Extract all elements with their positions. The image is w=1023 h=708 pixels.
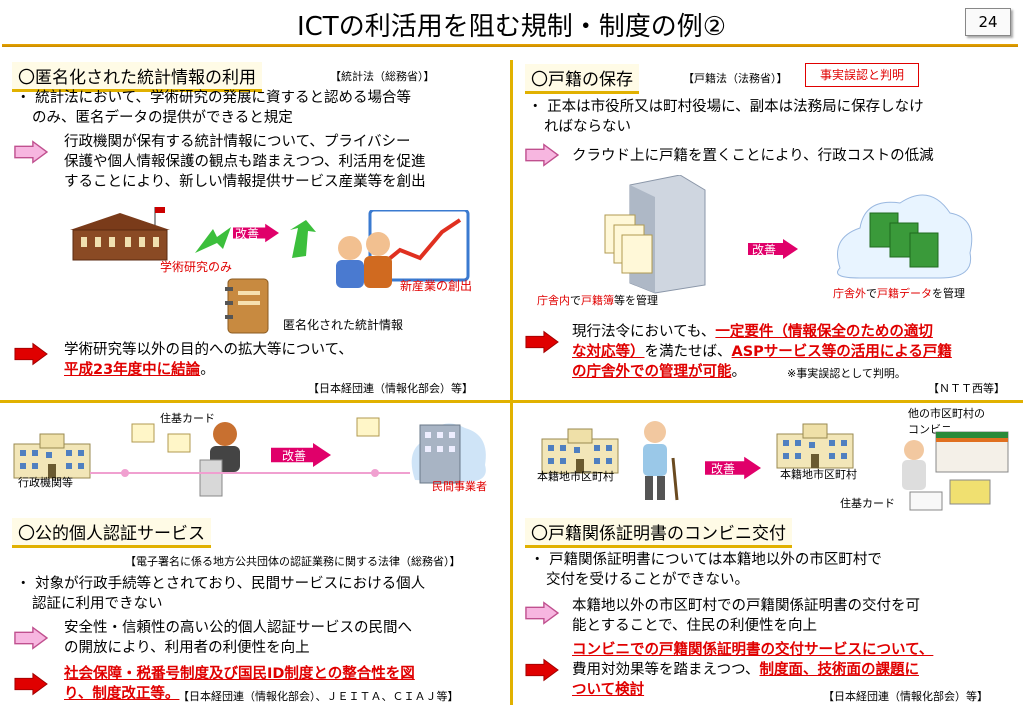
title-underline (2, 44, 1018, 47)
action-line: コンビニでの戸籍関係証明書の交付サービスについて、 (572, 642, 934, 658)
action-line: 学術研究等以外の目的への拡大等について、 (64, 342, 353, 358)
point-line: することにより、新しい情報提供サービス産業等を創出 (64, 174, 426, 190)
pink-arrow-icon (525, 601, 559, 625)
red-arrow-icon (525, 658, 559, 682)
label-resident-card: 住基カード (840, 497, 895, 510)
connection-line (90, 469, 410, 477)
point-line: 安全性・信頼性の高い公的個人認証サービスの民間へ (64, 620, 412, 636)
source-reference: 【日本経団連（情報化部会）、ＪＥＩＴＡ、ＣＩＡＪ等】 (178, 690, 459, 703)
green-arrow-icon (290, 220, 316, 258)
section-title-public-auth: 〇公的個人認証サービス (12, 518, 211, 548)
status-badge: 事実誤認と判明 (805, 63, 919, 87)
bullet-line: ・ 対象が行政手続等とされており、民間サービスにおける個人 (16, 576, 426, 592)
result-line: の庁舎外での管理が可能。 (572, 364, 746, 380)
red-arrow-icon (14, 342, 48, 366)
bullet-line: ・ 戸籍関係証明書については本籍地以外の市区町村で (530, 552, 882, 568)
label-convenience-store: 他の市区町村のコンビニ (908, 407, 985, 436)
kaizen-label: 改善 (233, 222, 279, 244)
red-arrow-icon (525, 330, 559, 354)
elderly-person-icon (643, 421, 679, 501)
kaizen-label: 改善 (705, 456, 761, 480)
result-line: 現行法令においても、一定要件（情報保全のための適切 (572, 324, 933, 340)
cloud-storage-icon (837, 194, 973, 279)
action-conclusion: 平成23年度中に結論 (64, 362, 201, 378)
label-home-municipality: 本籍地市区町村 (780, 468, 857, 481)
bullet-line: 認証に利用できない (32, 596, 163, 612)
label-research-only: 学術研究のみ (160, 260, 233, 274)
result-line: な対応等）を満たせば、ASPサービス等の活用による戸籍 (572, 344, 952, 360)
law-reference: 【統計法（総務省）】 (330, 70, 435, 83)
label-anonymized-stats: 匿名化された統計情報 (283, 318, 404, 332)
government-building-icon (70, 207, 170, 261)
source-reference: 【ＮＴＴ西等】 (928, 382, 1005, 395)
source-reference: 【日本経団連（情報化部会）等】 (308, 382, 473, 395)
section-title-conbini-certificates: 〇戸籍関係証明書のコンビニ交付 (525, 518, 792, 548)
green-arrow-icon (195, 227, 231, 253)
action-line: 費用対効果等を踏まえつつ、制度面、技術面の課題に (572, 662, 919, 678)
label-resident-card: 住基カード (160, 412, 215, 425)
point-line: 能とすることで、住民の利便性を向上 (572, 618, 818, 634)
pink-arrow-icon (525, 143, 559, 167)
law-reference: 【戸籍法（法務省）】 (683, 72, 788, 85)
kaizen-label: 改善 (270, 443, 332, 467)
growth-chart-icon (336, 210, 470, 288)
section-title-family-register: 〇戸籍の保存 (525, 64, 639, 94)
point-line: の開放により、利用者の利便性を向上 (64, 640, 310, 656)
user-with-pc-icon (131, 422, 240, 497)
town-hall-icon (775, 420, 855, 470)
vertical-divider (510, 60, 513, 705)
action-line: り、制度改正等。 (64, 686, 180, 702)
page-number: 24 (965, 8, 1011, 36)
caption-outside-office: 庁舎外で戸籍データを管理 (833, 287, 965, 300)
private-business-icon (356, 417, 486, 484)
government-office-icon (12, 430, 92, 480)
label-new-industry: 新産業の創出 (400, 279, 473, 293)
note: ※事実誤認として判明。 (787, 367, 906, 380)
bullet-line: ればならない (544, 119, 631, 135)
bullet-line: ・ 正本は市役所又は町村役場に、副本は法務局に保存しなけ (528, 99, 924, 115)
point-line: クラウド上に戸籍を置くことにより、行政コストの低減 (572, 148, 934, 164)
server-documents-icon (604, 175, 706, 294)
convenience-store-icon (902, 431, 1009, 511)
bullet-line: 交付を受けることができない。 (546, 572, 749, 588)
page-title: ICTの利活用を阻む規制・制度の例② (296, 12, 726, 42)
label-private-business: 民間事業者 (432, 480, 487, 493)
section-title-statistics: 〇匿名化された統計情報の利用 (12, 62, 262, 92)
red-arrow-icon (14, 672, 48, 696)
source-reference: 【日本経団連（情報化部会）等】 (823, 690, 988, 703)
bullet-line: のみ、匿名データの提供ができると規定 (32, 110, 293, 126)
pink-arrow-icon (14, 626, 48, 650)
caption-inside-office: 庁舎内で戸籍簿等を管理 (537, 294, 658, 307)
point-line: 行政機関が保有する統計情報について、プライバシー (64, 134, 411, 150)
kaizen-label: 改善 (748, 238, 798, 260)
law-reference: 【電子署名に係る地方公共団体の認証業務に関する法律（総務省）】 (125, 555, 461, 568)
point-line: 保護や個人情報保護の観点も踏まえつつ、利活用を促進 (64, 154, 426, 170)
pink-arrow-icon (14, 140, 48, 164)
label-gov-agency: 行政機関等 (18, 476, 73, 489)
action-line: ついて検討 (572, 682, 645, 698)
binder-icon (225, 278, 269, 334)
point-line: 本籍地以外の市区町村での戸籍関係証明書の交付を可 (572, 598, 920, 614)
bullet-line: ・ 統計法において、学術研究の発展に資すると認める場合等 (16, 90, 411, 106)
label-home-municipality: 本籍地市区町村 (537, 470, 614, 483)
action-line: 社会保障・税番号制度及び国民ID制度との整合性を図 (64, 666, 415, 682)
